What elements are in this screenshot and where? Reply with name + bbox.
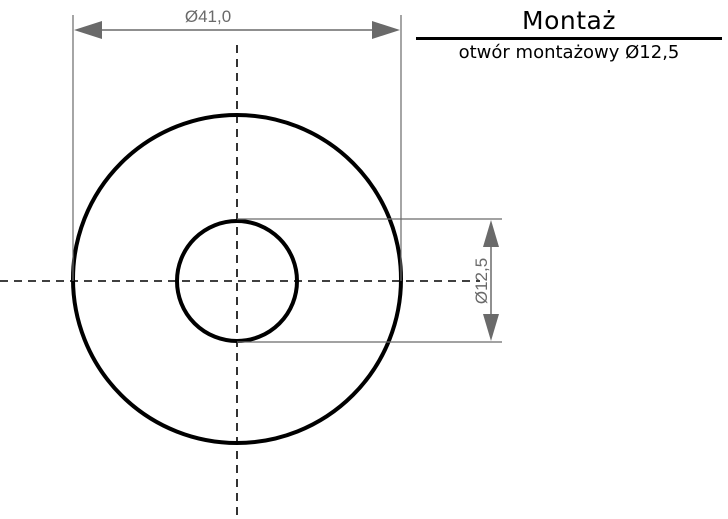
- inner-arrow-down-icon: [483, 314, 499, 341]
- inner-arrow-up-icon: [483, 220, 499, 247]
- subtitle: otwór montażowy Ø12,5: [458, 42, 680, 63]
- title-underline: [416, 37, 722, 40]
- inner-diameter-dimension: Ø12,5: [237, 218, 502, 343]
- outer-arrow-left-icon: [74, 21, 102, 39]
- title-block: Montaż otwór montażowy Ø12,5: [414, 6, 724, 66]
- inner-diameter-label: Ø12,5: [472, 258, 491, 304]
- title: Montaż: [522, 6, 616, 35]
- outer-arrow-right-icon: [372, 21, 400, 39]
- inner-circle: [175, 219, 299, 343]
- outer-diameter-label: Ø41,0: [185, 7, 231, 26]
- outer-diameter-dimension: Ø41,0: [72, 7, 402, 281]
